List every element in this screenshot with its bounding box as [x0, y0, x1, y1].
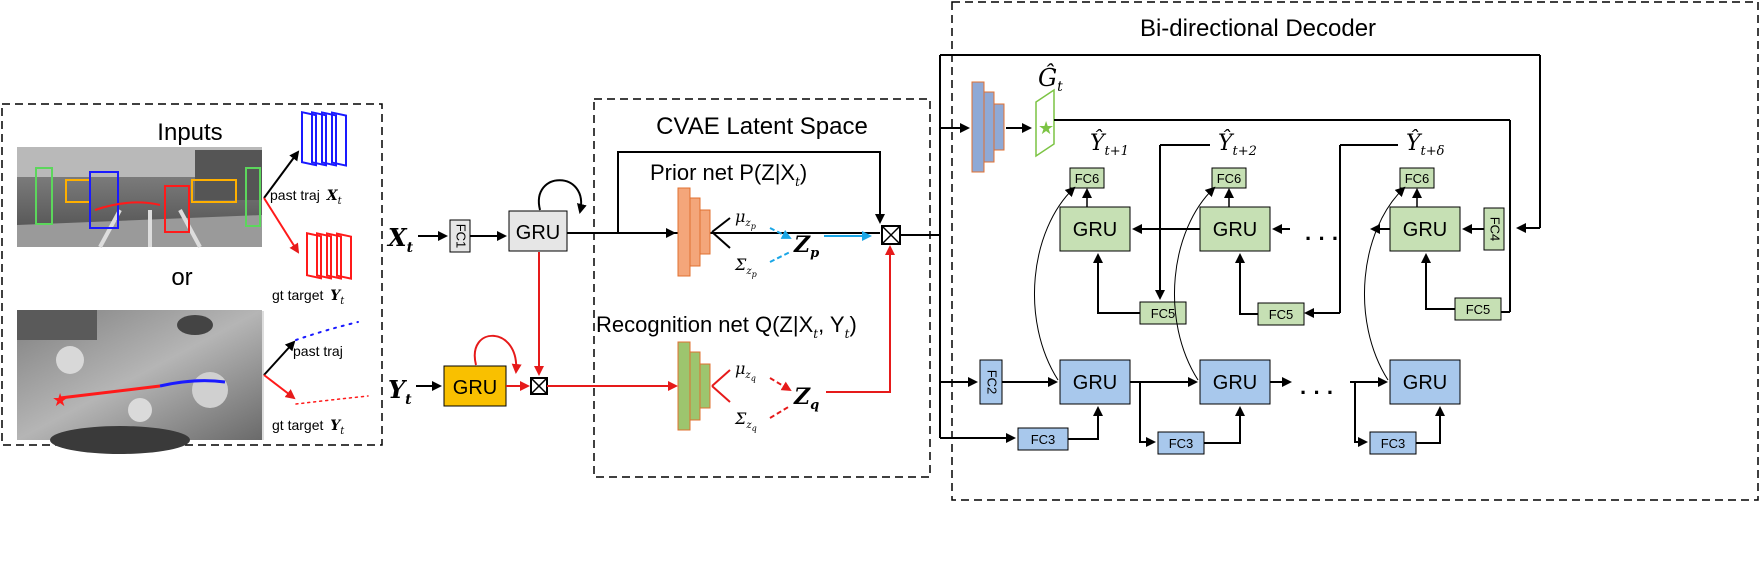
ellipsis-top: · · · [1305, 226, 1339, 251]
mu-q-label: μzq [735, 359, 756, 383]
svg-text:GRU: GRU [1073, 219, 1117, 241]
bidirectional-decoder-panel: Bi-directional Decoder ★ Ĝt GRU GRU GRU [900, 1, 1759, 501]
goal-estimate-block [1035, 88, 1055, 158]
y-hat-tdelta-label: Ŷt+δ [1406, 129, 1445, 159]
fc1-label: FC1 [454, 224, 469, 249]
svg-text:FC5: FC5 [1151, 306, 1176, 321]
x-t-input-label: Xt [386, 223, 414, 256]
gt-target-stack-icon [306, 232, 352, 280]
svg-text:FC6: FC6 [1405, 171, 1430, 186]
svg-text:FC3: FC3 [1031, 432, 1056, 447]
forward-gru-1 [1059, 359, 1131, 405]
svg-text:GRU: GRU [1213, 219, 1257, 241]
inputs-panel: Inputs past tra [1, 103, 383, 454]
street-camera-image [17, 147, 262, 248]
gru-x-label: GRU [516, 222, 560, 244]
y-hat-t1-label: Ŷt+1 [1090, 129, 1129, 159]
mu-p-label: μzp [735, 207, 756, 231]
cvae-title: CVAE Latent Space [656, 113, 868, 140]
svg-text:FC4: FC4 [1488, 217, 1503, 242]
z-q-label: Zq [793, 384, 819, 413]
gru-y-label: GRU [453, 377, 497, 399]
svg-text:FC5: FC5 [1269, 307, 1294, 322]
backward-gru-2 [1199, 206, 1271, 252]
cvae-latent-space-panel: CVAE Latent Space Prior net P(Z|Xt) μzp … [593, 98, 931, 478]
decoder-title: Bi-directional Decoder [1140, 15, 1376, 42]
svg-text:FC6: FC6 [1075, 171, 1100, 186]
y-hat-t2-label: Ŷt+2 [1218, 129, 1257, 159]
past-traj-label: past traj [270, 187, 320, 203]
inputs-title: Inputs [157, 119, 222, 146]
past-traj-x-symbol: X [326, 188, 339, 204]
recognition-net-label: Recognition net Q(Z|Xt, Yt) [596, 312, 857, 341]
svg-text:★: ★ [52, 390, 68, 410]
g-hat-label: Ĝt [1038, 63, 1063, 95]
or-label: or [171, 264, 192, 291]
svg-text:GRU: GRU [1403, 219, 1447, 241]
svg-text:gt target Yt: gt target Yt [272, 287, 345, 307]
svg-text:FC3: FC3 [1169, 436, 1194, 451]
ellipsis-bottom: · · · [1300, 380, 1334, 405]
prior-net-label: Prior net P(Z|Xt) [650, 160, 807, 189]
gru-y-block [443, 365, 507, 407]
svg-text:gt target Yt: gt target Yt [272, 417, 345, 437]
gt-target-label: gt target [272, 287, 323, 303]
y-t-input-label: Yt [388, 375, 412, 408]
svg-text:FC5: FC5 [1466, 302, 1491, 317]
encoder: Xt FC1 GRU Yt GRU [386, 179, 880, 408]
forward-gru-3 [1389, 359, 1461, 405]
backward-gru-1 [1059, 206, 1131, 252]
backward-gru-3 [1389, 206, 1461, 252]
recognition-net-mlp [677, 341, 711, 431]
sigma-q-label: Σzq [734, 409, 757, 433]
sigma-p-label: Σzp [734, 255, 757, 279]
past-traj-stack-icon [301, 110, 347, 167]
svg-text:FC2: FC2 [985, 370, 1000, 395]
prior-net-mlp [677, 187, 711, 277]
goal-mlp [971, 81, 1005, 173]
gt-target-y-symbol: Y [330, 288, 342, 304]
star-icon: ★ [1038, 118, 1054, 138]
svg-text:FC3: FC3 [1381, 436, 1406, 451]
svg-text:GRU: GRU [1403, 372, 1447, 394]
z-p-label: Zp [793, 232, 819, 261]
svg-text:GRU: GRU [1073, 372, 1117, 394]
aerial-camera-image: ★ [17, 310, 262, 454]
svg-text:FC6: FC6 [1217, 171, 1242, 186]
gru-x-block [508, 210, 568, 252]
svg-text:past traj Xt: past traj Xt [270, 187, 343, 207]
past-traj-label-2: past traj [293, 343, 343, 359]
gt-target-label-2: gt target [272, 417, 323, 433]
svg-text:GRU: GRU [1213, 372, 1257, 394]
